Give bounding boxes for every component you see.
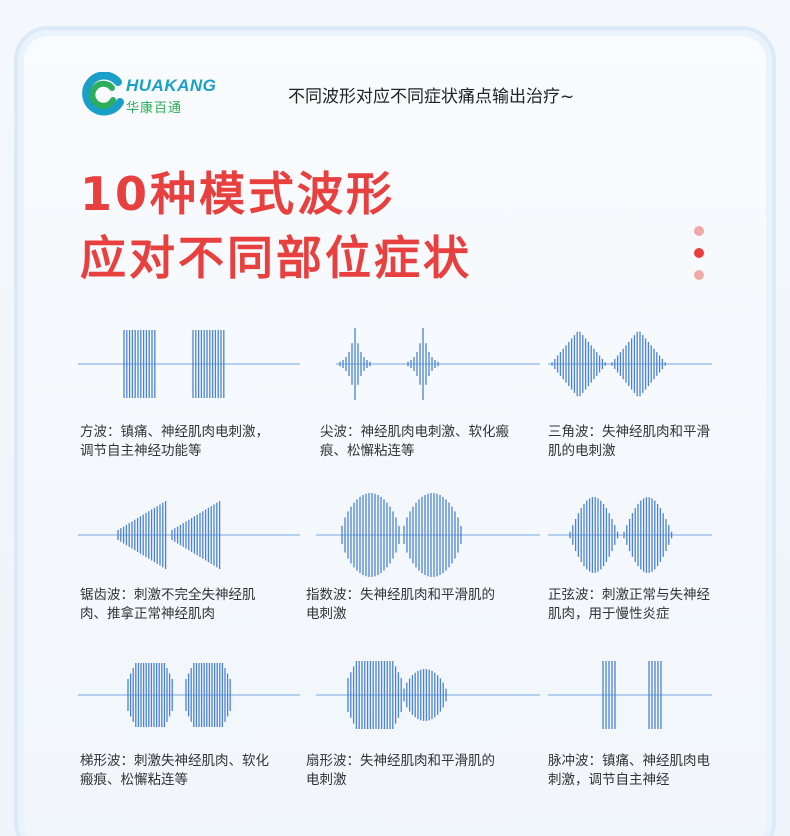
- brand-name-en: HUAKANG: [126, 76, 217, 95]
- huakang-logo-icon: [82, 72, 124, 116]
- waveform-desc-sawtooth: 锯齿波：刺激不完全失神经肌肉、推拿正常神经肌肉: [80, 587, 256, 622]
- waveform-desc-sine: 正弦波：刺激正常与失神经肌肉，用于慢性炎症: [548, 587, 710, 622]
- brand-logo: HUAKANG 华康百通: [80, 72, 250, 118]
- waveform-desc-triangle: 三角波：失神经肌肉和平滑肌的电刺激: [548, 424, 710, 459]
- brand-name-cn: 华康百通: [126, 101, 183, 116]
- dot-dark: [694, 248, 704, 258]
- decorative-dots: [694, 226, 706, 282]
- waveform-desc-exponential: 指数波：失神经肌肉和平滑肌的电刺激: [306, 587, 495, 622]
- waveform-desc-trapezoid: 梯形波：刺激失神经肌肉、软化瘢痕、松懈粘连等: [80, 753, 269, 788]
- headline-line-1: 10种模式波形: [80, 167, 396, 221]
- waveform-desc-spike: 尖波：神经肌肉电刺激、软化瘢痕、松懈粘连等: [320, 424, 509, 459]
- waveform-desc-fan: 扇形波：失神经肌肉和平滑肌的电刺激: [306, 753, 495, 788]
- waveform-desc-pulse: 脉冲波：镇痛、神经肌肉电刺激，调节自主神经: [548, 753, 710, 788]
- waveform-desc-square: 方波：镇痛、神经肌肉电刺激，调节自主神经功能等: [80, 424, 269, 459]
- tagline: 不同波形对应不同症状痛点输出治疗~: [288, 87, 575, 107]
- headline-line-2: 应对不同部位症状: [80, 231, 472, 285]
- dot-light: [694, 226, 704, 236]
- dot-light: [694, 270, 704, 280]
